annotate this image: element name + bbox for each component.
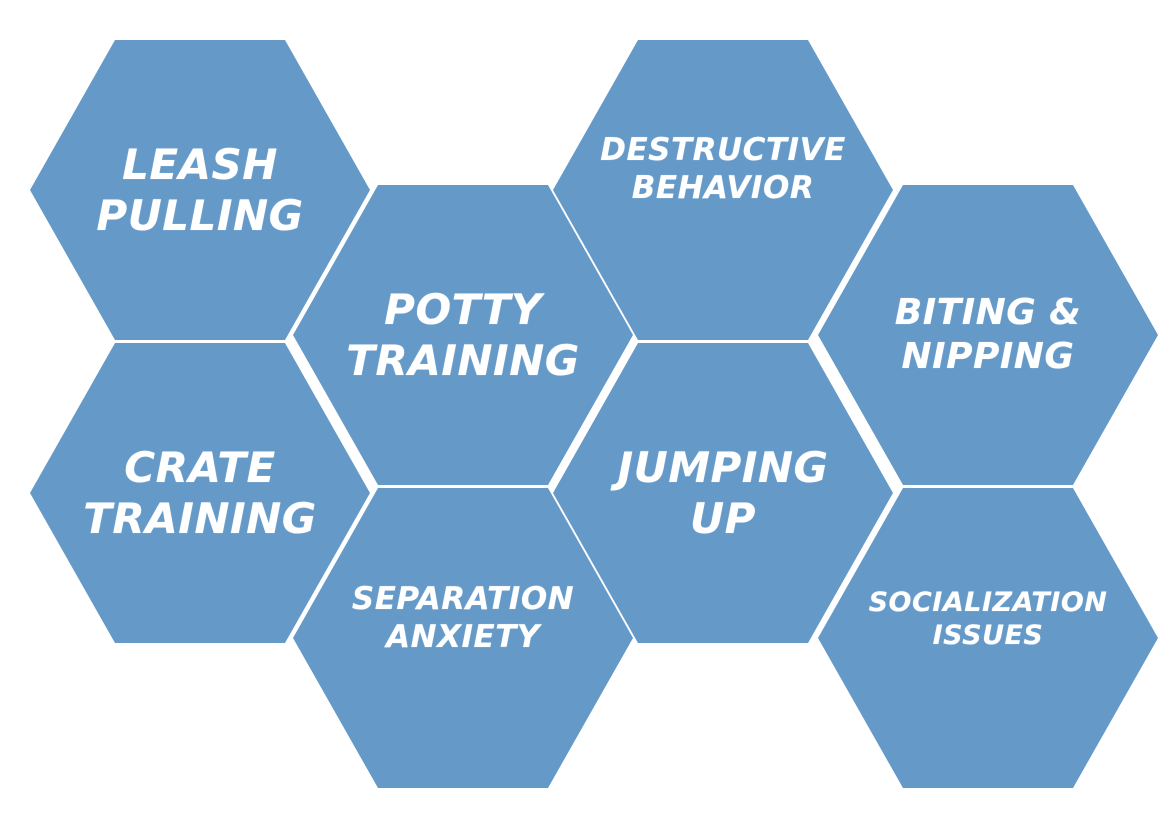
- hexagon-destructive-behavior: DESTRUCTIVE BEHAVIOR: [553, 40, 893, 340]
- hexagon-label-potty-training: POTTY TRAINING: [346, 284, 580, 385]
- hexagon-label-destructive-behavior: DESTRUCTIVE BEHAVIOR: [600, 132, 846, 206]
- hexagon-label-jumping-up: JUMPING UP: [617, 442, 829, 543]
- hexagon-label-separation-anxiety: SEPARATION ANXIETY: [351, 581, 575, 655]
- hexagon-label-leash-pulling: LEASH PULLING: [96, 139, 304, 240]
- hexagon-label-biting-nipping: BITING & NIPPING: [894, 292, 1082, 377]
- hexagon-jumping-up: JUMPING UP: [553, 343, 893, 643]
- hexagon-label-crate-training: CRATE TRAINING: [83, 442, 317, 543]
- hexagon-label-socialization-issues: SOCIALIZATION ISSUES: [868, 587, 1108, 651]
